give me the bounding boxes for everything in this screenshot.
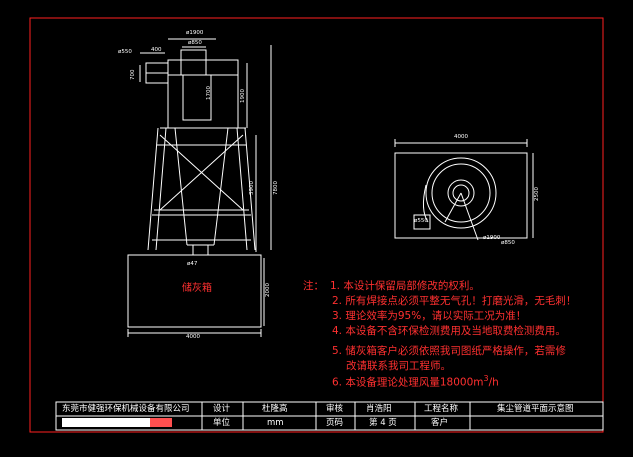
cyclone-elevation [127, 38, 272, 337]
note-4: 4. 本设备不含环保检测费用及当地取费检测费用。 [332, 325, 566, 337]
note-5-cont: 改请联系我司工程师。 [346, 360, 451, 372]
designer-name: 杜隆高 [262, 404, 288, 414]
unit-value: mm [267, 418, 284, 428]
note-5: 5. 储灰箱客户必须依照我司图纸严格操作，若需修 [332, 345, 566, 357]
cyclone-plan [394, 139, 534, 241]
reviewer-name: 肖浩阳 [366, 404, 392, 414]
note-6-text: 6. 本设备理论处理风量18000m [332, 376, 484, 389]
unit-label: 单位 [213, 418, 231, 428]
design-label: 设计 [213, 404, 231, 414]
project-label: 工程名称 [424, 404, 459, 414]
dim-d1900: ø1900 [186, 30, 204, 36]
drawing-frame [29, 17, 604, 433]
page-label: 页码 [326, 418, 344, 428]
dim-right-d850: ø850 [501, 240, 515, 246]
dim-d850: ø850 [188, 40, 202, 46]
dim-d550: ø550 [118, 49, 132, 55]
client-label: 客户 [431, 418, 449, 428]
dim-width-left: 4000 [186, 334, 200, 340]
note-1: 1. 本设计保留局部修改的权利。 [330, 280, 480, 292]
note-6-sup: 3 [483, 374, 489, 383]
dim-right-small: ø550 [414, 218, 428, 224]
dim-right-d1900: ø1900 [483, 235, 501, 241]
note-2: 2. 所有焊接点必须平整无气孔！打磨光滑，无毛刺！ [332, 295, 577, 307]
company-name: 东莞市健强环保机械设备有限公司 [62, 404, 190, 414]
dim-400: 400 [151, 47, 162, 53]
note-6: 6. 本设备理论处理风量18000m3/h [332, 374, 499, 390]
storage-box-label: 储灰箱 [182, 283, 212, 294]
notes-prefix: 注： [303, 280, 324, 292]
note-3: 3. 理论效率为95%，请以实际工况为准！ [332, 310, 527, 322]
page-value: 第 4 页 [369, 418, 397, 428]
dim-width-right: 4000 [454, 134, 468, 140]
review-label: 审核 [326, 404, 344, 414]
drawing-title: 集尘管道平面示意图 [497, 404, 574, 414]
dim-d47: ø47 [187, 261, 198, 267]
note-6-suffix: /h [488, 376, 499, 389]
